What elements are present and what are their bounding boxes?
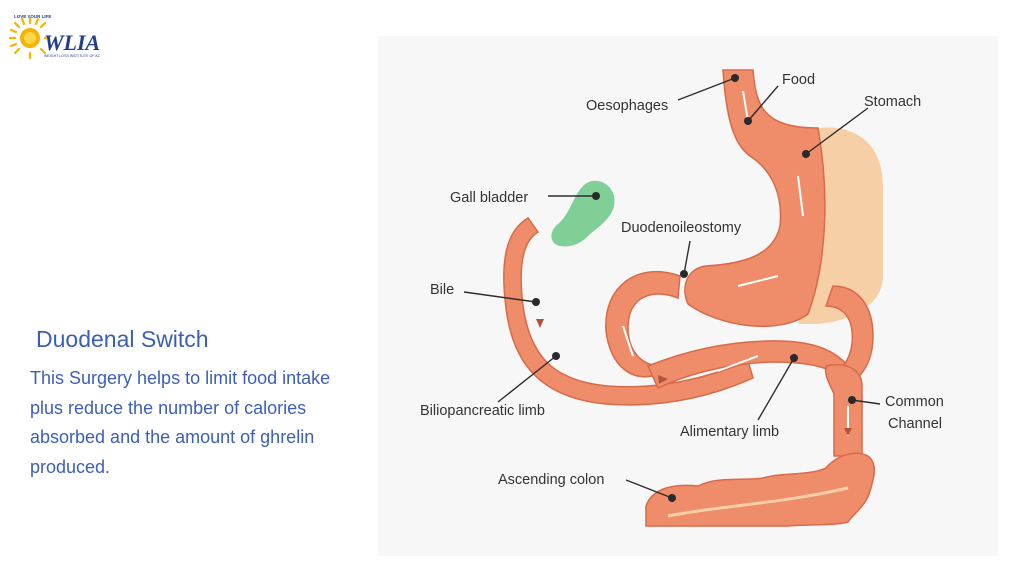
label-gall-bladder: Gall bladder	[450, 190, 528, 206]
slide-title: Duodenal Switch	[36, 326, 209, 352]
ascending-colon	[645, 452, 875, 527]
biliopancreatic-limb	[503, 217, 754, 406]
label-stomach: Stomach	[864, 94, 921, 110]
label-duodenoileostomy: Duodenoileostomy	[621, 220, 742, 236]
label-leaders	[463, 74, 881, 502]
colon-highlight	[667, 486, 849, 518]
label-common-channel-line1: Common	[885, 394, 944, 410]
limb-arrowheads	[536, 319, 852, 436]
anatomy-illustration: Food Oesophages Stomach Gall bladder Duo…	[378, 36, 998, 556]
logo-small-text: WEIGHT LOSS INSTITUTE OF AZ	[44, 54, 101, 58]
label-biliopancreatic-limb: Biliopancreatic limb	[420, 403, 545, 419]
wlia-logo: LOVE YOUR LIFE WLIA WEIGHT LOSS INSTITUT…	[8, 10, 118, 62]
slide-description: This Surgery helps to limit food intake …	[30, 368, 331, 477]
label-bile: Bile	[430, 282, 454, 298]
sun-rays-icon	[8, 16, 50, 60]
logo-text: WLIA	[44, 30, 100, 55]
label-alimentary-limb: Alimentary limb	[680, 424, 779, 440]
sun-logo-icon: LOVE YOUR LIFE WLIA WEIGHT LOSS INSTITUT…	[8, 14, 101, 60]
label-ascending-colon: Ascending colon	[498, 472, 604, 488]
label-common-channel-line2: Channel	[888, 416, 942, 432]
label-oesophages: Oesophages	[586, 98, 668, 114]
oesophagus-stomach	[684, 69, 826, 328]
label-food: Food	[782, 72, 815, 88]
logo-arc-text: LOVE YOUR LIFE	[14, 14, 51, 19]
duodenal-switch-diagram: Food Oesophages Stomach Gall bladder Duo…	[378, 36, 998, 556]
